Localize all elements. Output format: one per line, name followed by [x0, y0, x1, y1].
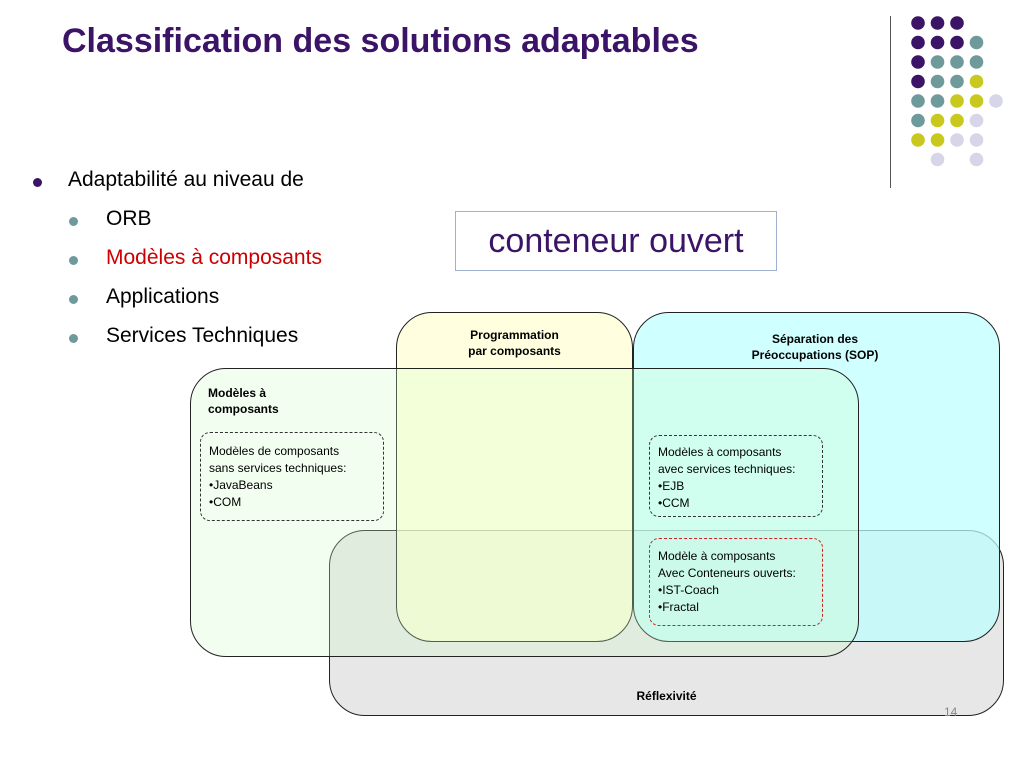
box-ouverts-line: •Fractal	[658, 600, 699, 614]
decor-dot	[911, 16, 925, 30]
box-avec-line: avec services techniques:	[658, 462, 796, 476]
decor-dot	[950, 94, 964, 108]
box-sans-line: •JavaBeans	[209, 478, 273, 492]
decor-dot	[969, 113, 984, 128]
decor-dot	[969, 152, 984, 167]
decor-dot	[930, 152, 945, 167]
decor-dot	[911, 113, 925, 128]
decor-dot	[911, 55, 925, 69]
box-ouverts-line: Modèle à composants	[658, 549, 776, 563]
decor-dot	[969, 133, 984, 147]
label-programmation-line2: par composants	[468, 344, 561, 358]
decor-dot	[950, 74, 964, 89]
bullet-dot-icon	[69, 295, 78, 304]
label-reflexivite: Réflexivité	[636, 689, 697, 703]
callout-conteneur-ouvert: conteneur ouvert	[455, 211, 777, 271]
box-avec-line: Modèles à composants	[658, 445, 782, 459]
decor-dot	[911, 133, 925, 147]
bullet-dot-icon	[33, 178, 42, 187]
box-ouverts-line: •IST-Coach	[658, 583, 719, 597]
decor-dot	[930, 113, 945, 128]
decor-dot	[911, 94, 925, 108]
divider-line	[890, 16, 891, 188]
box-avec-services: Modèles à composants avec services techn…	[649, 435, 823, 517]
box-sans-services: Modèles de composants sans services tech…	[200, 432, 384, 521]
bullet-applications-text: Applications	[106, 285, 220, 308]
bullet-dot-icon	[69, 334, 78, 343]
decor-dot	[950, 35, 964, 50]
bullet-orb-text: ORB	[106, 207, 152, 230]
decorative-dot-grid	[911, 16, 1003, 167]
decor-dot	[911, 74, 925, 89]
label-sop: Séparation des Préoccupations (SOP)	[720, 331, 910, 363]
bullet-modeles-text: Modèles à composants	[106, 246, 322, 269]
bullet-services-text: Services Techniques	[106, 324, 299, 347]
page-number: 14	[944, 705, 958, 719]
bullet-level1-text: Adaptabilité au niveau de	[68, 168, 304, 191]
box-avec-line: •EJB	[658, 479, 685, 493]
box-sans-line: sans services techniques:	[209, 461, 347, 475]
decor-dot	[930, 16, 945, 30]
decor-dot	[930, 94, 945, 108]
label-programmation: Programmation par composants	[396, 327, 633, 359]
slide-title: Classification des solutions adaptables	[62, 22, 699, 60]
box-sans-line: Modèles de composants	[209, 444, 340, 458]
decor-dot	[911, 35, 925, 50]
decor-dot	[930, 74, 945, 89]
region-modeles	[190, 368, 859, 657]
decor-dot	[930, 133, 945, 147]
decor-dot	[930, 35, 945, 50]
label-modeles: Modèles à composants	[208, 385, 279, 417]
decor-dot	[969, 94, 984, 108]
decor-dot	[950, 133, 964, 147]
label-programmation-line1: Programmation	[470, 328, 559, 342]
decor-dot	[930, 55, 945, 69]
box-ouverts-line: Avec Conteneurs ouverts:	[658, 566, 796, 580]
decor-dot	[950, 113, 964, 128]
label-modeles-line2: composants	[208, 402, 279, 416]
bullet-dot-icon	[69, 256, 78, 265]
region-programmation	[396, 312, 633, 642]
box-conteneurs-ouverts: Modèle à composants Avec Conteneurs ouve…	[649, 538, 823, 626]
label-sop-line1: Séparation des	[771, 332, 859, 346]
decor-dot	[969, 55, 984, 69]
decor-dot	[950, 16, 964, 30]
decor-dot	[969, 74, 984, 89]
bullet-dot-icon	[69, 217, 78, 226]
decor-dot	[969, 35, 984, 50]
box-sans-line: •COM	[209, 495, 242, 509]
box-avec-line: •CCM	[658, 496, 690, 510]
region-sop	[633, 312, 1000, 642]
label-sop-line2: Préoccupations (SOP)	[751, 348, 879, 362]
decor-dot	[989, 94, 1003, 108]
decor-dot	[950, 55, 964, 69]
label-modeles-line1: Modèles à	[208, 386, 267, 400]
